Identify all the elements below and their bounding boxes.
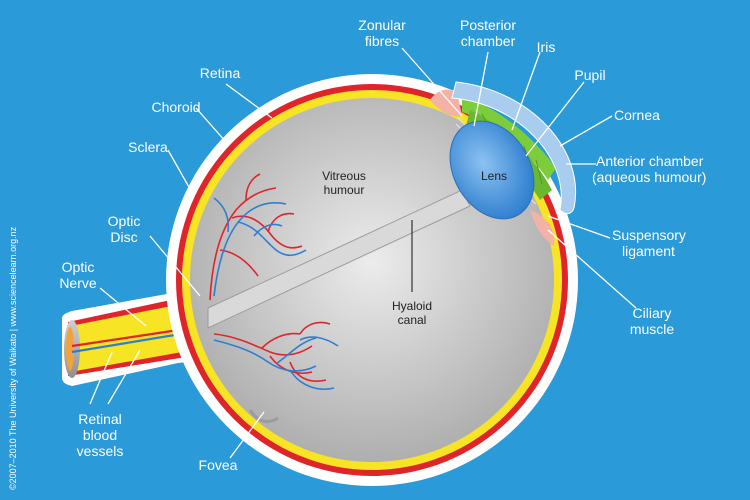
label-optic-disc-2: Disc [110, 229, 137, 245]
label-retina: Retina [200, 65, 241, 81]
label-retinal-1: Retinal [78, 411, 122, 427]
label-optic-nerve-2: Nerve [59, 275, 97, 291]
lower-retinal-vessels [213, 321, 339, 390]
lens-shape [449, 120, 535, 220]
label-optic-disc-1: Optic [108, 213, 141, 229]
label-lens: Lens [481, 169, 507, 183]
label-cornea: Cornea [614, 107, 660, 123]
label-posterior-2: chamber [461, 33, 516, 49]
label-optic-nerve-1: Optic [62, 259, 95, 275]
label-vitreous-1: Vitreous [322, 169, 366, 183]
label-retinal-2: blood [83, 427, 117, 443]
label-zonular-1: Zonular [358, 17, 406, 33]
label-vitreous-2: humour [324, 183, 365, 197]
upper-retinal-vessels [209, 173, 307, 301]
label-pupil: Pupil [574, 67, 605, 83]
label-retinal-3: vessels [77, 443, 124, 459]
fovea-dip [248, 409, 279, 424]
label-anterior-1: Anterior chamber [596, 153, 704, 169]
label-anterior-2: (aqueous humour) [592, 169, 706, 185]
label-hyaloid-2: canal [398, 313, 427, 327]
cornea-shape [451, 81, 577, 215]
label-hyaloid-1: Hyaloid [392, 299, 432, 313]
label-suspensory-1: Suspensory [612, 227, 686, 243]
label-ciliary-1: Ciliary [633, 305, 672, 321]
label-ciliary-2: muscle [630, 321, 675, 337]
label-iris: Iris [537, 39, 556, 55]
label-posterior-1: Posterior [460, 17, 516, 33]
label-choroid: Choroid [151, 99, 200, 115]
hyaloid-canal [207, 189, 471, 329]
label-sclera: Sclera [128, 139, 168, 155]
leader-lines [89, 47, 637, 459]
label-fovea: Fovea [199, 457, 238, 473]
label-zonular-2: fibres [365, 33, 399, 49]
copyright-text: ©2007–2010 The University of Waikato | w… [8, 226, 18, 490]
label-suspensory-2: ligament [622, 243, 675, 259]
ciliary-muscle-lower [530, 210, 555, 246]
